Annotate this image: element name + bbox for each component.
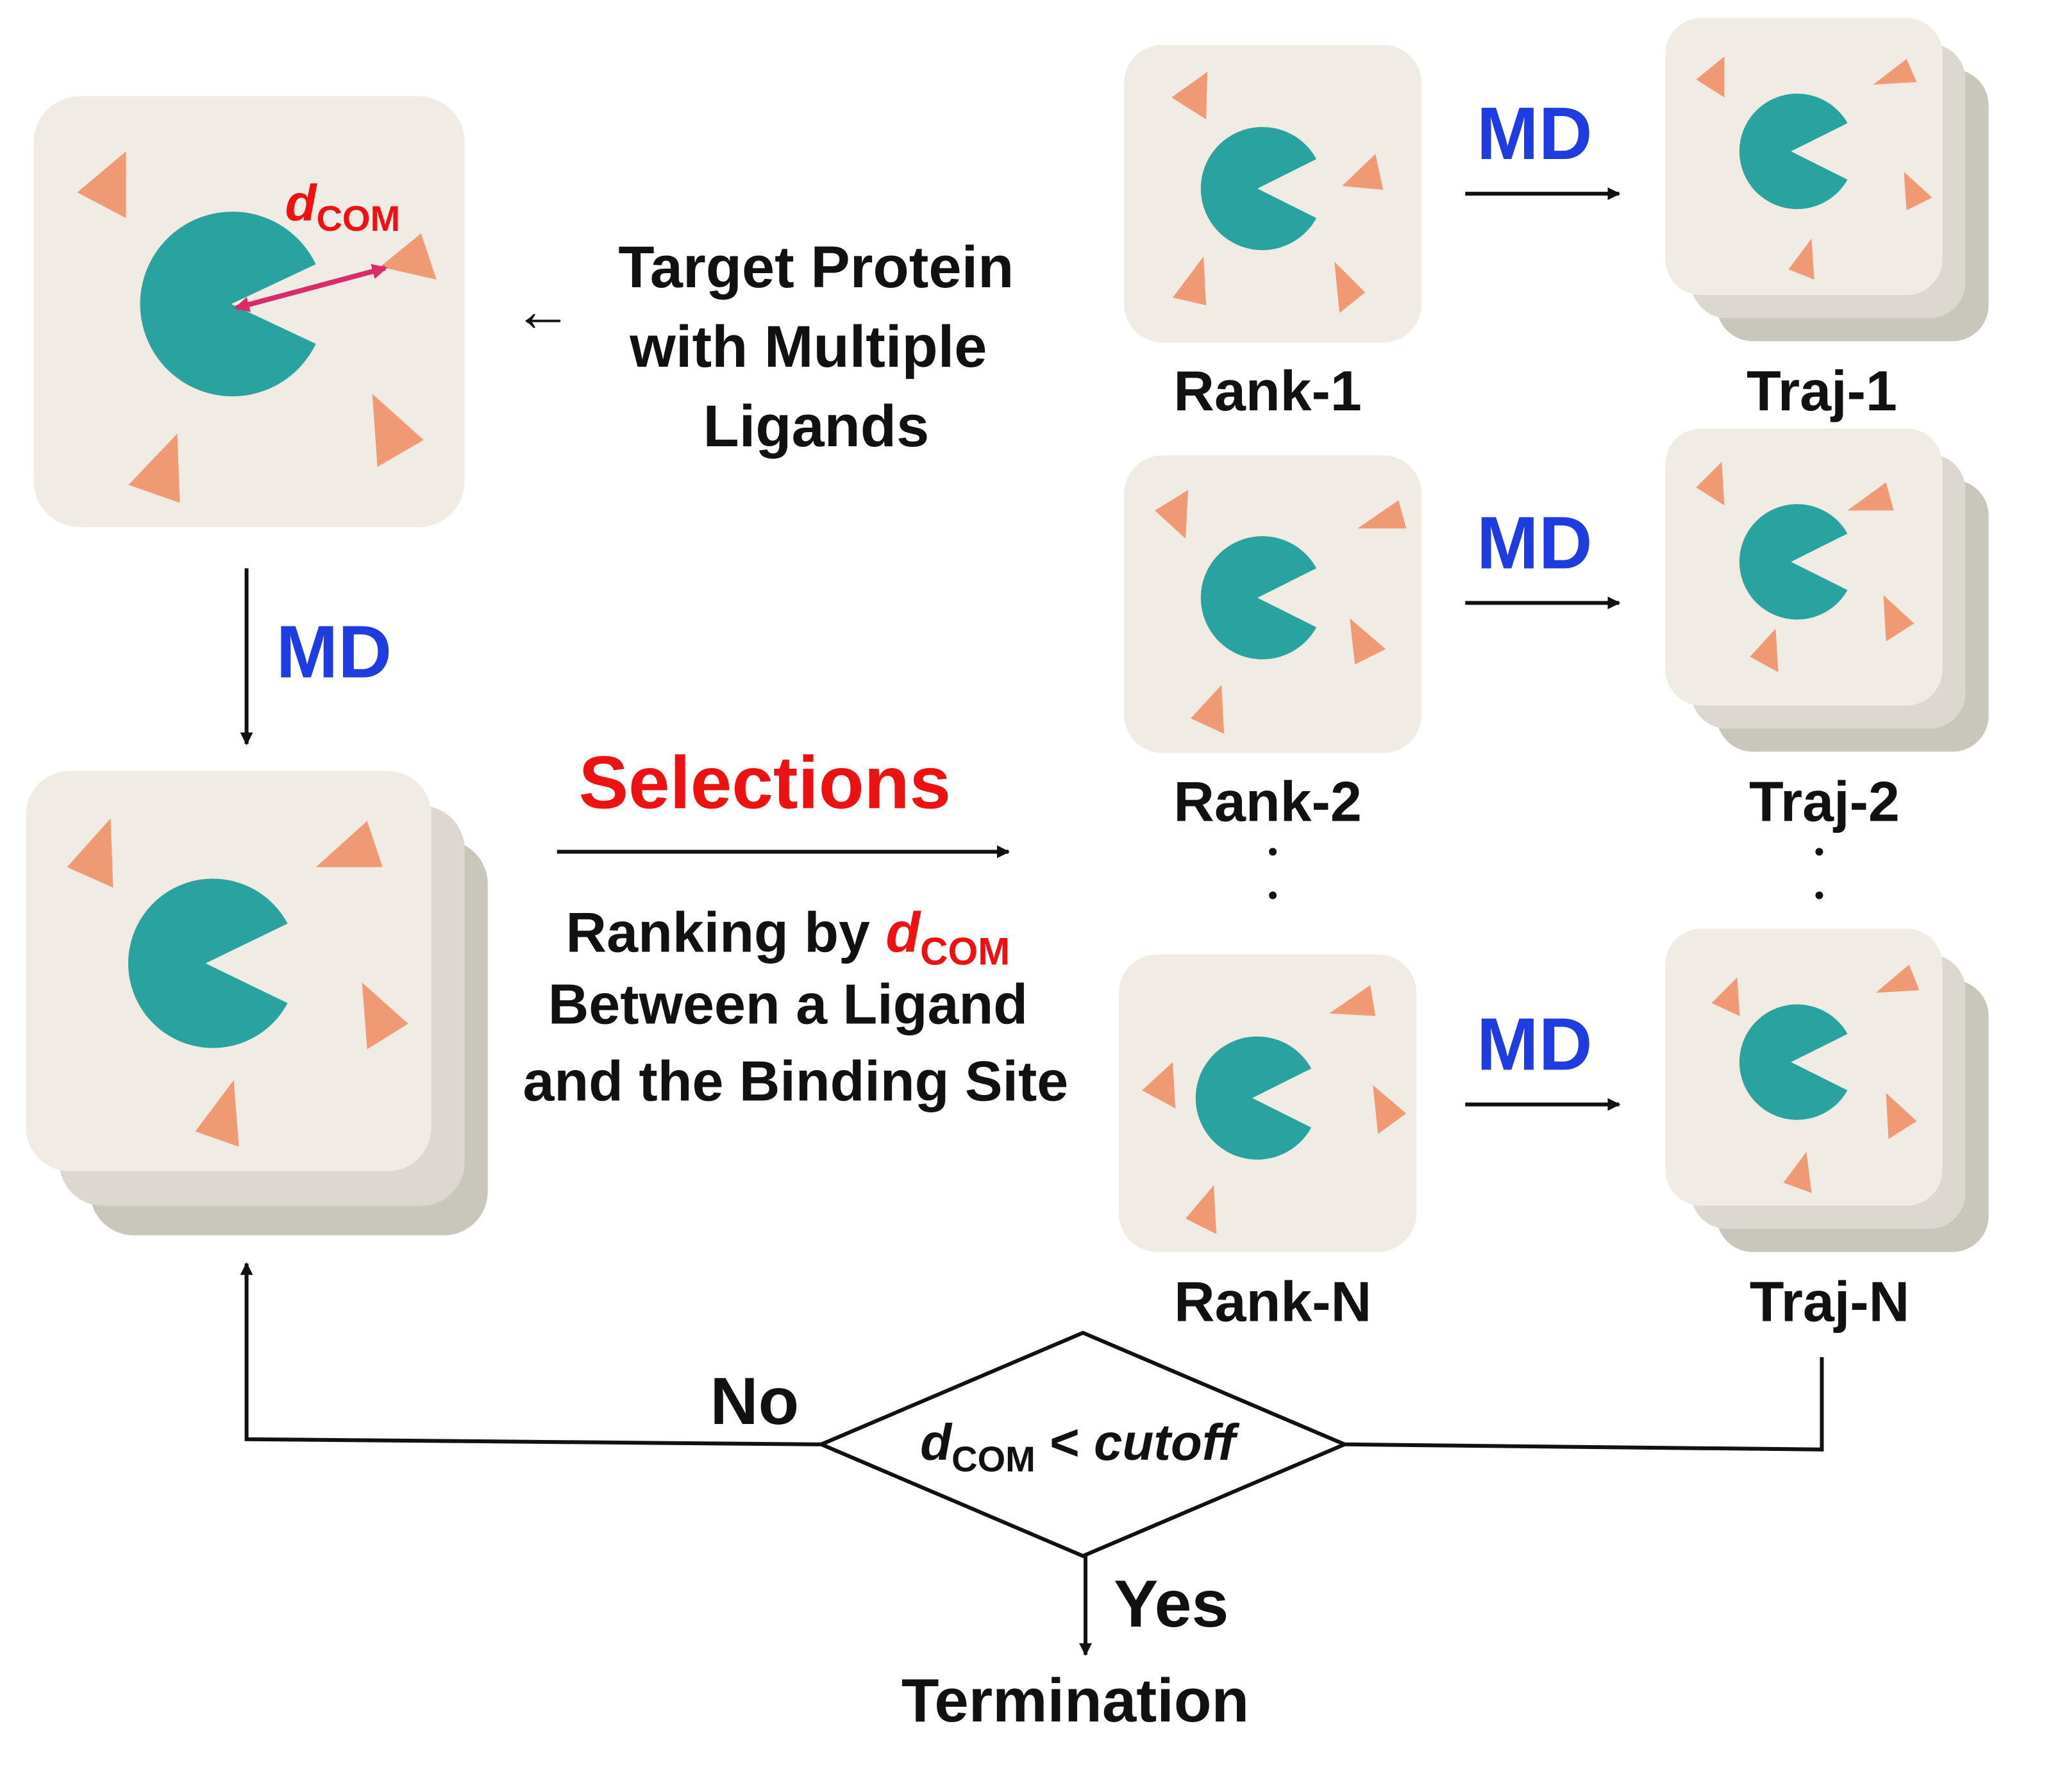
yes-label: Yes — [1114, 1567, 1228, 1641]
triangle-ligand-icon — [362, 982, 408, 1050]
triangle-ligand-icon — [1847, 482, 1894, 511]
traj-stack-1 — [1665, 18, 1989, 342]
card — [33, 96, 465, 528]
d-com-label: dCOM — [285, 174, 401, 239]
pacman-protein-icon — [1739, 94, 1848, 210]
triangle-ligand-icon — [1904, 172, 1932, 211]
triangle-ligand-icon — [195, 1080, 239, 1147]
target-protein-card: dCOM — [33, 96, 465, 528]
traj-to-decision-line — [1345, 1357, 1824, 1452]
rank-ellipsis — [1269, 848, 1277, 900]
triangle-ligand-icon — [1357, 500, 1407, 529]
traj-label-n: Traj-N — [1750, 1270, 1909, 1334]
md-result-stack — [26, 771, 488, 1235]
rank-label-n: Rank-N — [1174, 1270, 1371, 1334]
triangle-ligand-icon — [1373, 1085, 1407, 1134]
selections-line-2: Between a Ligand — [548, 973, 1028, 1036]
triangle-ligand-icon — [1711, 977, 1740, 1016]
selections-title: Selections — [579, 741, 951, 824]
pacman-protein-icon — [1200, 536, 1317, 660]
pacman-protein-icon — [1200, 127, 1317, 251]
selections-line-1: Ranking by dCOM — [566, 901, 1010, 973]
md-label-rank1: MD — [1477, 92, 1592, 175]
md-vertical-label: MD — [276, 610, 392, 693]
triangle-ligand-icon — [1788, 239, 1814, 280]
triangle-ligand-icon — [128, 433, 180, 503]
triangle-ligand-icon — [1350, 618, 1386, 665]
rank-card-n — [1119, 954, 1417, 1252]
triangle-ligand-icon — [1186, 1185, 1217, 1234]
triangle-ligand-icon — [1142, 1062, 1176, 1109]
target-protein-label: ← Target Protein with Multiple Ligands — [514, 234, 1014, 459]
triangle-ligand-icon — [1342, 154, 1384, 190]
traj-stack-n — [1665, 928, 1989, 1252]
triangle-ligand-icon — [315, 821, 383, 867]
pacman-protein-icon — [128, 878, 288, 1048]
md-label-rankn: MD — [1477, 1003, 1592, 1086]
rank-card-1 — [1124, 45, 1422, 343]
triangle-ligand-icon — [1873, 59, 1917, 85]
traj-label-1: Traj-1 — [1747, 359, 1897, 423]
triangle-ligand-icon — [1171, 72, 1208, 120]
no-loop-arrow — [240, 1262, 821, 1446]
pacman-protein-icon — [1739, 504, 1848, 620]
left-arrow-glyph: ← — [514, 278, 573, 344]
pacman-protein-icon — [1195, 1036, 1312, 1160]
triangle-ligand-icon — [1334, 262, 1366, 314]
termination-label: Termination — [901, 1666, 1249, 1735]
triangle-ligand-icon — [1696, 462, 1725, 506]
md-label-rank2: MD — [1477, 501, 1592, 584]
decision-diamond — [816, 1330, 1350, 1559]
target-label-line-3: Ligands — [703, 393, 930, 459]
triangle-ligand-icon — [1886, 1093, 1917, 1139]
triangle-ligand-icon — [67, 818, 113, 888]
traj-ellipsis — [1815, 848, 1823, 900]
triangle-ligand-icon — [77, 151, 126, 219]
triangle-ligand-icon — [372, 394, 424, 467]
card — [26, 771, 432, 1171]
triangle-ligand-icon — [1173, 256, 1207, 306]
distance-arrow — [233, 264, 388, 312]
triangle-ligand-icon — [1191, 685, 1225, 734]
traj-stack-2 — [1665, 428, 1989, 752]
target-label-line-2: with Multiple — [629, 314, 987, 380]
triangle-ligand-icon — [1875, 964, 1920, 993]
selections-line-3: and the Binding Site — [523, 1050, 1068, 1113]
decision-condition: dCOM < cutoff — [920, 1414, 1240, 1479]
rank-label-2: Rank-2 — [1173, 769, 1361, 833]
triangle-ligand-icon — [380, 233, 437, 280]
traj-label-2: Traj-2 — [1749, 769, 1900, 833]
card — [1124, 455, 1422, 753]
card — [1665, 428, 1943, 706]
no-label: No — [710, 1364, 800, 1439]
triangle-ligand-icon — [1783, 1151, 1812, 1193]
triangle-ligand-icon — [1329, 985, 1376, 1016]
rank-card-2 — [1124, 455, 1422, 753]
triangle-ligand-icon — [1155, 490, 1189, 539]
triangle-ligand-icon — [1883, 595, 1915, 642]
triangle-ligand-icon — [1750, 628, 1779, 673]
pacman-protein-icon — [140, 212, 316, 397]
target-label-line-1: Target Protein — [618, 234, 1014, 300]
card — [1124, 45, 1422, 343]
card — [1665, 18, 1943, 296]
triangle-ligand-icon — [1696, 56, 1725, 98]
rank-label-1: Rank-1 — [1173, 359, 1361, 423]
pacman-protein-icon — [1739, 1004, 1848, 1120]
card — [1119, 954, 1417, 1252]
